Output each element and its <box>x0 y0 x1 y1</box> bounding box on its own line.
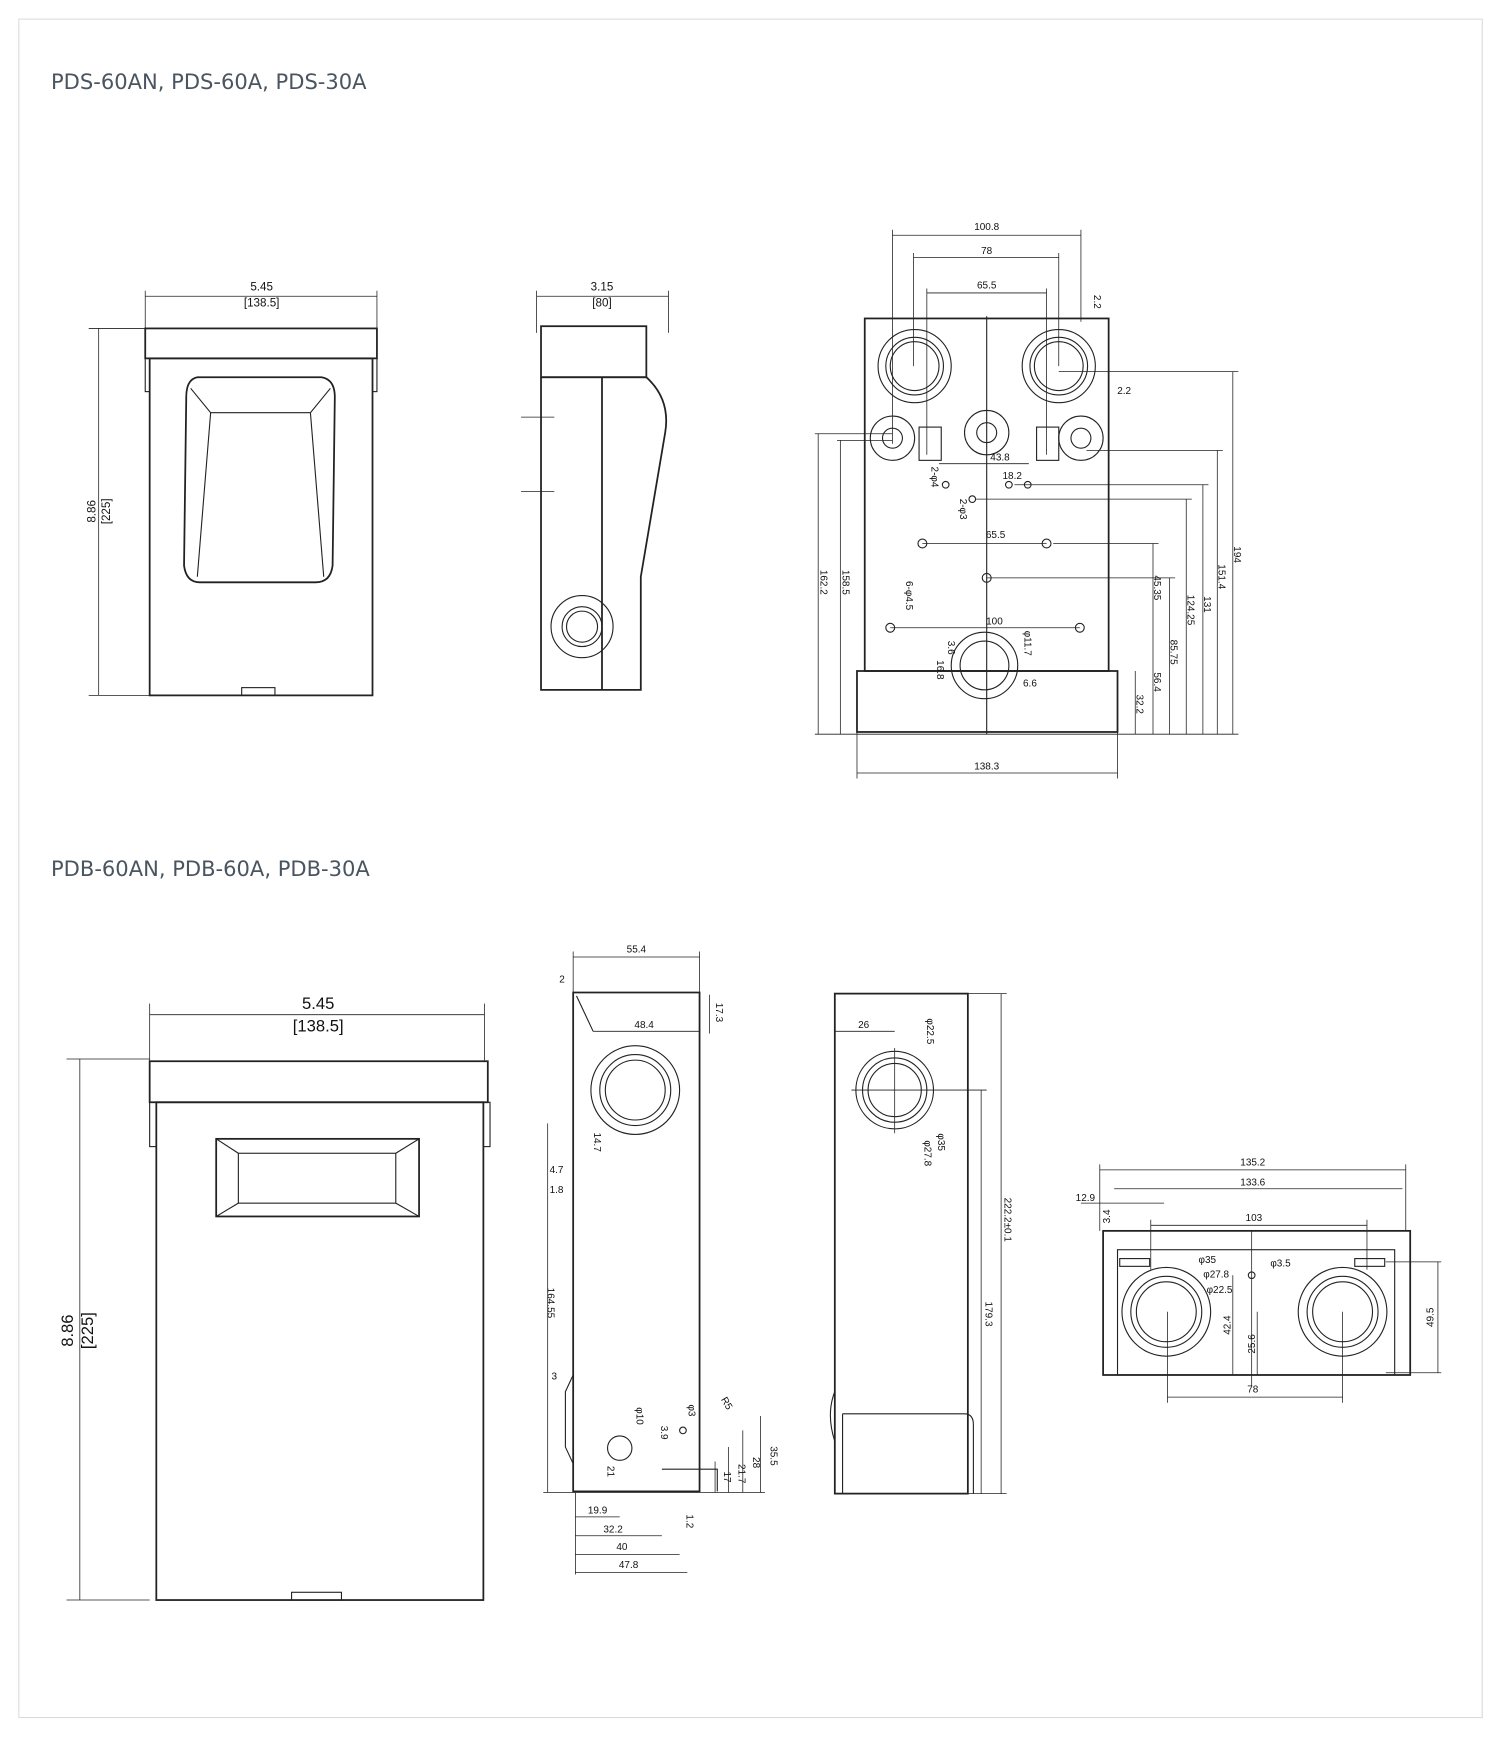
dim-label: 12.9 <box>1076 1193 1096 1204</box>
dim-label: 21 <box>605 1466 616 1478</box>
dim-label: 32.2 <box>603 1524 623 1535</box>
section-title-pds: PDS-60AN, PDS-60A, PDS-30A <box>51 69 367 94</box>
dim-label: 1.2 <box>683 1514 694 1528</box>
dim-label: 25.6 <box>1247 1334 1258 1354</box>
dim-label: 85.75 <box>1168 640 1179 665</box>
dim-label: 21.7 <box>735 1464 746 1484</box>
dim-label: 151.4 <box>1215 564 1226 589</box>
dim-label: 162.2 <box>817 570 828 595</box>
dim-label: φ22.5 <box>1207 1285 1233 1296</box>
dim-label: 49.5 <box>1425 1307 1436 1327</box>
dim-label: 40 <box>616 1542 628 1553</box>
dim-label: 2.2 <box>1117 386 1131 397</box>
dim-label: 17 <box>721 1471 732 1483</box>
pdb-side-view: 55.4 2 48.4 17.3 14.7 4.7 1.8 164.55 3 φ… <box>543 945 779 1575</box>
pdb-top-view: 135.2 133.6 12.9 3.4 103 φ35 φ27.8 φ22.5… <box>1076 1157 1442 1403</box>
pds-front-view: 5.45 [138.5] 8.86 [225] <box>85 281 378 697</box>
dim-label: 6.6 <box>1023 679 1037 690</box>
pds-width-mm: [138.5] <box>244 296 280 309</box>
dim-label: 47.8 <box>619 1560 639 1571</box>
dim-label: 78 <box>981 246 993 257</box>
dim-label: 2 <box>559 975 565 986</box>
dim-label: 222.2±0.1 <box>1001 1198 1012 1243</box>
pds-height-mm: [225] <box>100 498 113 524</box>
pds-back-view: 100.8 78 65.5 2.2 2.2 43.8 2-φ4 18.2 2-φ… <box>814 222 1242 779</box>
dim-label: 194 <box>1231 546 1242 563</box>
dim-label: φ3 <box>685 1404 696 1416</box>
dim-label: 2.2 <box>1091 295 1102 309</box>
dim-label: 65.5 <box>977 281 997 292</box>
dim-label: 45.35 <box>1151 575 1162 600</box>
pds-depth-in: 3.15 <box>591 281 614 294</box>
pds-side-view: 3.15 [80] <box>521 281 669 691</box>
dim-label: 138.3 <box>974 762 999 773</box>
dim-label: 133.6 <box>1240 1177 1265 1188</box>
dim-label: 28 <box>750 1457 761 1469</box>
dim-label: 43.8 <box>990 452 1010 463</box>
dim-label: 1.8 <box>550 1185 564 1196</box>
dim-label: 26 <box>858 1020 870 1031</box>
pdb-width-in: 5.45 <box>302 994 334 1013</box>
dim-label: R5 <box>718 1395 734 1412</box>
pdb-front-view: 5.45 [138.5] 8.86 [225] <box>58 994 491 1601</box>
dim-label: 32.2 <box>1133 695 1144 715</box>
dim-label: 124.25 <box>1184 595 1195 626</box>
dim-label: 14.7 <box>591 1132 602 1152</box>
dim-label: φ27.8 <box>922 1140 933 1166</box>
dim-label: φ27.8 <box>1203 1269 1229 1280</box>
dim-label: 3.4 <box>1102 1209 1113 1223</box>
dim-label: 6-φ4.5 <box>903 581 914 611</box>
pds-depth-mm: [80] <box>592 296 611 309</box>
dim-label: 131 <box>1201 596 1212 613</box>
dim-label: φ35 <box>935 1133 946 1151</box>
dim-label: 164.55 <box>545 1288 556 1319</box>
dim-label: φ35 <box>1199 1255 1217 1266</box>
pds-width-in: 5.45 <box>250 281 273 294</box>
dim-label: 2-φ3 <box>957 499 968 520</box>
dim-label: 179.3 <box>983 1302 994 1327</box>
dim-label: φ10 <box>633 1407 644 1425</box>
dim-label: 19.9 <box>588 1506 608 1517</box>
section-title-pdb: PDB-60AN, PDB-60A, PDB-30A <box>51 856 370 881</box>
dim-label: 18.2 <box>1002 471 1022 482</box>
dim-label: 55.4 <box>627 945 647 956</box>
pdb-height-mm: [225] <box>78 1312 97 1349</box>
dim-label: 65.5 <box>986 530 1006 541</box>
pdb-width-mm: [138.5] <box>293 1016 344 1035</box>
pds-height-in: 8.86 <box>85 500 98 523</box>
dim-label: 100.8 <box>974 222 999 233</box>
dim-label: 158.5 <box>840 570 851 595</box>
dim-label: φ22.5 <box>924 1018 935 1044</box>
dim-label: 3.9 <box>658 1426 669 1440</box>
dim-label: 42.4 <box>1223 1315 1234 1335</box>
dim-label: 135.2 <box>1240 1157 1265 1168</box>
dim-label: 78 <box>1247 1385 1259 1396</box>
dim-label: 100 <box>986 616 1003 627</box>
dim-label: 35.5 <box>768 1446 779 1466</box>
dim-label: 3 <box>552 1371 558 1382</box>
dim-label: φ3.5 <box>1270 1258 1291 1269</box>
dim-label: 3.6 <box>945 641 956 655</box>
pdb-side-view-2: 26 φ22.5 φ35 φ27.8 222.2±0.1 179.3 <box>829 992 1012 1495</box>
dim-label: 103 <box>1246 1213 1263 1224</box>
dim-label: 17.3 <box>713 1003 724 1023</box>
sheet-border <box>18 18 1483 1719</box>
dim-label: 2-φ4 <box>928 467 939 488</box>
dim-label: 48.4 <box>634 1020 654 1031</box>
dim-label: φ11.7 <box>1021 631 1032 657</box>
pdb-height-in: 8.86 <box>58 1314 77 1346</box>
dim-label: 4.7 <box>550 1165 564 1176</box>
dim-label: 16.8 <box>934 660 945 680</box>
dim-label: 56.4 <box>1151 672 1162 692</box>
